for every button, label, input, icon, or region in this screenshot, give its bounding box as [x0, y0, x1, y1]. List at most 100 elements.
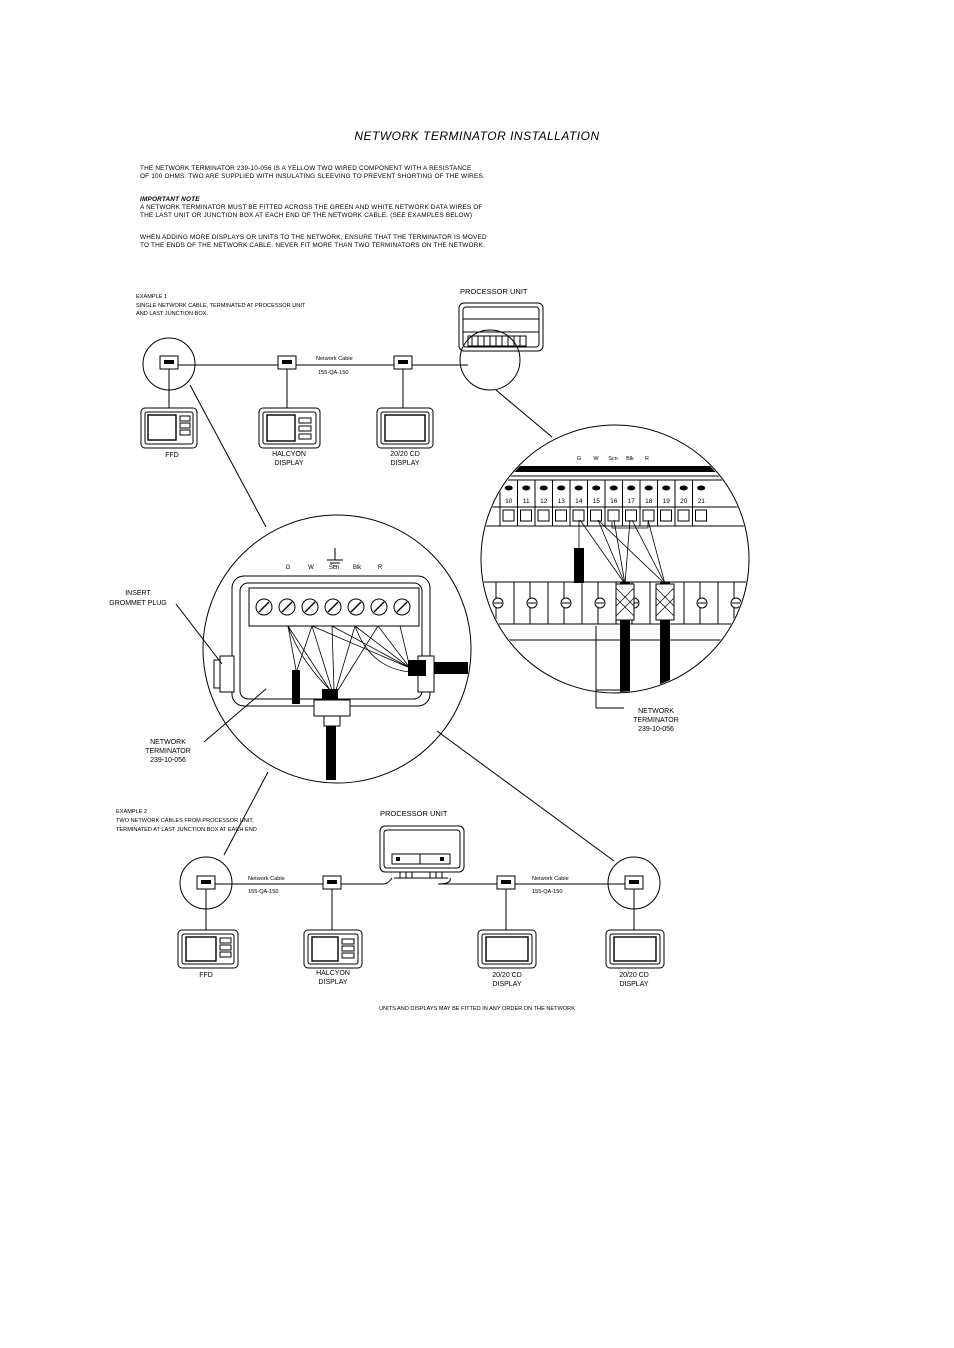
junction-terminal-screw: [255, 598, 273, 616]
example2-cable-right-label: Network Cable: [532, 876, 569, 882]
junction-terminal-screw: [393, 598, 411, 616]
terminal-number: 12: [540, 498, 548, 505]
example1-ffd-display: [140, 407, 198, 449]
example2-halcyon-display: [303, 929, 363, 969]
lower-terminal-block: [513, 582, 538, 624]
example2-cd-b-display-label: DISPLAY: [619, 981, 649, 988]
example2-cable-right-code: 155-QA-150: [532, 889, 563, 895]
terminal-number: 18: [645, 498, 653, 505]
note-line-2: THE LAST UNIT OR JUNCTION BOX AT EACH EN…: [140, 212, 473, 219]
junction-terminal-screw: [324, 598, 342, 616]
jb-terminator-label-1: NETWORK: [150, 739, 186, 746]
grommet-plug-label: GROMMET PLUG: [109, 600, 167, 607]
junction-terminal-screw: [370, 598, 388, 616]
terminal-block: [657, 480, 672, 526]
terminal-block: [569, 480, 585, 526]
example2-desc-2: TERMINATED AT LAST JUNCTION BOX AT EACH …: [116, 827, 257, 833]
lower-terminal-block: [752, 582, 775, 624]
example1-heading: EXAMPLE 1: [136, 294, 168, 300]
terminal-block: [587, 480, 602, 526]
adding-line-1: WHEN ADDING MORE DISPLAYS OR UNITS TO TH…: [140, 234, 487, 241]
rt-terminator-label-2: TERMINATOR: [633, 717, 679, 724]
insert-label: INSERT: [125, 590, 151, 597]
note-line-1: A NETWORK TERMINATOR MUST BE FITTED ACRO…: [140, 204, 483, 211]
lower-terminal-block: [581, 582, 606, 624]
terminal-number: 13: [558, 498, 566, 505]
terminal-wire-label: W: [593, 456, 599, 462]
example1-halcyon-display: [258, 407, 321, 449]
jb-wire-label: Blk: [353, 565, 362, 571]
example2-cd-a-display-label: DISPLAY: [492, 981, 522, 988]
terminal-block: [534, 480, 550, 526]
example2-heading: EXAMPLE 2: [116, 809, 148, 815]
jb-terminator-label-3: 239-10-056: [150, 757, 186, 764]
example2-cd-a-label: 20/20 CD: [492, 972, 522, 979]
example2-halcyon-display-label: DISPLAY: [318, 979, 348, 986]
example2-processor-unit: [379, 825, 465, 885]
lower-terminal-block: [683, 582, 708, 624]
jb-wire-label: Scn: [329, 565, 339, 571]
terminal-number: 16: [610, 498, 618, 505]
example2-cable-left-label: Network Cable: [248, 876, 285, 882]
example1-cd-display-label: DISPLAY: [390, 460, 420, 467]
example1-halcyon-display-label: DISPLAY: [274, 460, 304, 467]
junction-terminal-screw: [347, 598, 365, 616]
example1-processor-terminator-circle: [459, 329, 521, 391]
example1-ffd-label: FFD: [165, 452, 179, 459]
terminal-number: 17: [628, 498, 636, 505]
terminal-number: 19: [663, 498, 671, 505]
lower-terminal-block: [492, 582, 504, 624]
example2-cd-b-display: [605, 929, 665, 969]
example1-cable-code: 155-QA-150: [318, 370, 349, 376]
terminal-wire-label: Blk: [626, 456, 634, 462]
intro-line-2: OF 100 OHMS. TWO ARE SUPPLIED WITH INSUL…: [140, 173, 485, 180]
terminal-block: [692, 480, 707, 526]
adding-line-2: TO THE ENDS OF THE NETWORK CABLE. NEVER …: [140, 242, 485, 249]
terminal-wire-label: G: [577, 456, 581, 462]
lower-terminal-block: [547, 582, 572, 624]
terminal-block: [674, 480, 690, 526]
example2-ffd-label: FFD: [199, 972, 213, 979]
example1-desc-1: SINGLE NETWORK CABLE, TERMINATED AT PROC…: [136, 303, 306, 309]
junction-terminal-screw: [278, 598, 296, 616]
terminal-number: 21: [698, 498, 706, 505]
example1-processor-unit: [458, 302, 544, 352]
example2-ffd-display: [177, 929, 239, 969]
terminal-number: 14: [575, 498, 583, 505]
example1-processor-label: PROCESSOR UNIT: [460, 287, 528, 296]
footer-note: UNITS AND DISPLAYS MAY BE FITTED IN ANY …: [379, 1006, 575, 1012]
page-title: NETWORK TERMINATOR INSTALLATION: [354, 129, 600, 143]
terminal-number: 10: [505, 498, 513, 505]
terminal-block: [604, 480, 620, 526]
terminal-block: [622, 480, 637, 526]
terminal-number: 15: [593, 498, 601, 505]
jb-terminator-label-2: TERMINATOR: [145, 748, 191, 755]
terminal-number: 11: [523, 498, 530, 505]
example1-cd-label: 20/20 CD: [390, 451, 420, 458]
junction-box-zoom: [175, 514, 472, 784]
important-note-heading: IMPORTANT NOTE: [140, 196, 200, 203]
example1-cable-label: Network Cable: [316, 356, 353, 362]
example2-cable-left-code: 155-QA-150: [248, 889, 279, 895]
terminal-wire-label: R: [645, 456, 649, 462]
example2-halcyon-label: HALCYON: [316, 970, 350, 977]
rt-terminator-label-1: NETWORK: [638, 708, 674, 715]
jb-wire-label: W: [308, 565, 314, 571]
terminal-block: [552, 480, 567, 526]
example1-halcyon-label: HALCYON: [272, 451, 306, 458]
terminal-wire-label: Scn: [608, 456, 617, 462]
example2-cd-b-label: 20/20 CD: [619, 972, 649, 979]
intro-line-1: THE NETWORK TERMINATOR 239-10-056 IS A Y…: [140, 165, 472, 172]
terminal-number: 20: [680, 498, 688, 505]
terminal-strip-zoom: [480, 424, 775, 709]
example2-processor-label: PROCESSOR UNIT: [380, 809, 448, 818]
lower-terminal-block: [717, 582, 742, 624]
example1-cd-display: [376, 407, 434, 449]
example2-cd-a-display: [477, 929, 537, 969]
terminal-block: [517, 480, 532, 526]
jb-wire-label: G: [286, 565, 291, 571]
example1-desc-2: AND LAST JUNCTION BOX.: [136, 311, 209, 317]
example2-desc-1: TWO NETWORK CABLES FROM PROCESSOR UNIT,: [116, 818, 254, 824]
rt-terminator-label-3: 239-10-056: [638, 726, 674, 733]
